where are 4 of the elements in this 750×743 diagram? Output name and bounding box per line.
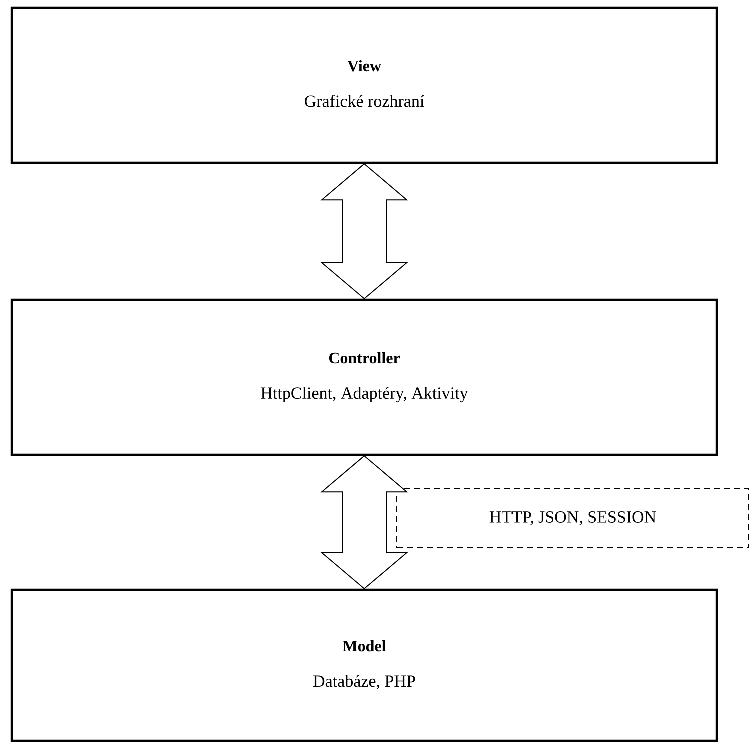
layer-box: Controller HttpClient, Adaptéry, Aktivity [10,298,718,456]
layer-box: Model Databáze, PHP [10,588,718,742]
layer-box: View Grafické rozhraní [10,6,718,164]
note-box: HTTP, JSON, SESSION [396,488,750,548]
